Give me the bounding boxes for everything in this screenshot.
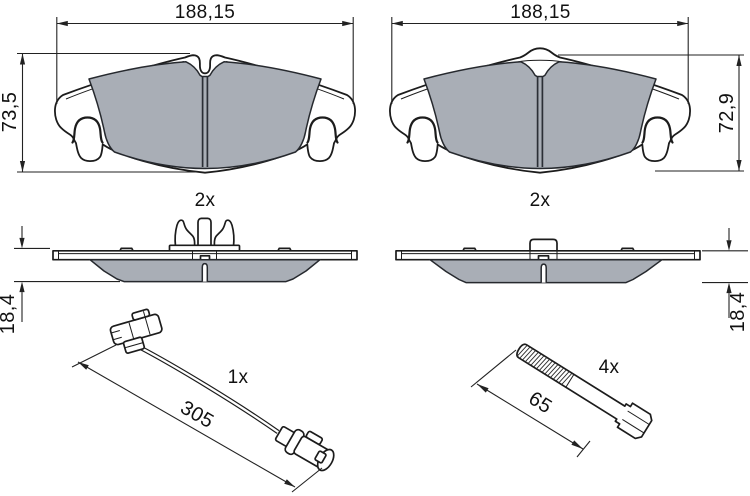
dimension-label-thickness-right: 18,4 (727, 292, 749, 333)
clip-detail-line (128, 322, 135, 340)
dimension-line (77, 361, 296, 488)
sensor-cable-core (140, 347, 279, 433)
spring-clip-post (197, 217, 212, 251)
clip-mount-notch (199, 254, 211, 260)
dimension-label-sensor-length: 305 (177, 397, 218, 433)
tab-mount-notch (537, 254, 550, 260)
sensor-pad-clip (109, 308, 163, 354)
guide-notch-arch (406, 116, 439, 144)
dimension-width-left-pad: 188,15 (56, 2, 354, 104)
sensor-plug (274, 425, 335, 472)
thread-hatching (516, 344, 573, 385)
friction-material (423, 61, 657, 170)
clip-detail-line (142, 311, 151, 335)
clip-jaw-line (111, 330, 120, 334)
guide-notch-arch (641, 116, 674, 144)
arrowhead (736, 55, 742, 66)
arrowhead (677, 20, 689, 27)
bolt-silhouette (516, 343, 653, 440)
arrowhead (391, 20, 403, 27)
extension-line (71, 344, 117, 368)
hex-facet-line (622, 419, 644, 434)
friction-groove (540, 263, 547, 283)
dimension-line (476, 383, 584, 450)
arrowhead (19, 53, 26, 65)
arrowhead (477, 384, 489, 393)
collar-line (124, 342, 144, 349)
dimension-label-thickness-left: 18,4 (0, 294, 19, 335)
hex-facet-line (627, 410, 650, 425)
backplate-center-tab (529, 238, 558, 251)
dimension-height-left-pad: 73,5 (0, 52, 200, 173)
guide-notch-arch (306, 116, 339, 144)
extension-line (470, 349, 517, 388)
clip-top-tab (131, 308, 151, 321)
extension-line (291, 467, 323, 493)
spring-clip-prong (174, 219, 196, 248)
pad-front-left-view (54, 54, 356, 174)
qty-label-right-pad: 2x (530, 190, 551, 211)
dimension-thickness-right: 18,4 (702, 228, 749, 332)
arrowhead (19, 237, 25, 249)
arrowhead (571, 440, 583, 449)
arrowhead (284, 479, 295, 487)
mounting-bolt (516, 343, 653, 440)
dimension-label-height-left: 73,5 (0, 92, 21, 133)
arrowhead (736, 160, 742, 171)
extension-line (576, 440, 591, 458)
plug-terminal-hole (314, 450, 327, 464)
pad-front-right-view (389, 47, 691, 174)
arrowhead (726, 240, 732, 251)
dimension-label-width-right: 188,15 (510, 2, 571, 23)
thread-end-line (565, 374, 575, 388)
dimension-width-right-pad: 188,15 (391, 2, 689, 104)
qty-label-sensor: 1x (228, 367, 249, 388)
guide-notch-arch (71, 116, 104, 144)
dimension-thickness-left: 18,4 (0, 226, 120, 334)
dimension-label-height-right: 72,9 (716, 93, 738, 134)
dimension-sensor-length: 305 (71, 344, 323, 493)
arrowhead (726, 282, 732, 294)
arrowhead (342, 20, 354, 27)
arrowhead (19, 161, 26, 172)
pad-side-left-view (52, 217, 358, 283)
clip-jaw-line (112, 336, 122, 341)
pad-side-right-view (395, 238, 701, 284)
spring-clip-prong (213, 219, 235, 248)
qty-label-left-pad: 2x (195, 190, 216, 211)
dimension-label-width-left: 188,15 (175, 2, 236, 23)
dimension-label-bolt-length: 65 (525, 387, 556, 418)
friction-material (88, 61, 322, 170)
wear-sensor (109, 308, 335, 472)
arrowhead (78, 362, 89, 370)
qty-label-bolt: 4x (599, 357, 620, 378)
arrowhead (56, 20, 68, 27)
arrowhead (19, 281, 25, 293)
dimension-height-right-pad: 72,9 (558, 54, 744, 172)
friction-groove (201, 262, 209, 282)
